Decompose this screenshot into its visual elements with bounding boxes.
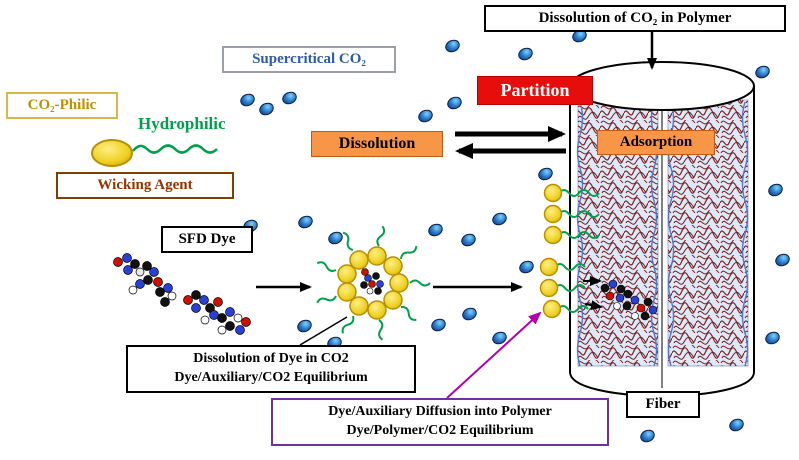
fiber-interior-dye [600,279,658,321]
label-sfd-dye: SFD Dye [161,226,253,253]
label-partition: Partition [477,76,593,105]
arrow-diffusion-callout [446,311,542,399]
arrow-into-polymer-2 [584,300,603,311]
sfd-dye-molecule [113,253,251,335]
label-dissolution: Dissolution [311,131,443,157]
label-dye-auxiliary-diffusion-line2: Dye/Polymer/CO2 Equilibrium [346,422,534,438]
fiber-surface-surfactants [539,183,600,319]
label-dye-auxiliary-diffusion-line1: Dye/Auxiliary Diffusion into Polymer [328,404,552,419]
arrows [256,31,657,399]
co2-philic-head-icon [91,139,133,167]
label-dissolution-of-dye-line1: Dissolution of Dye in CO2 [193,351,349,366]
callout-line-dissolution-dye [299,316,348,346]
label-dye-auxiliary-diffusion: Dye/Auxiliary Diffusion into Polymer Dye… [271,398,609,446]
label-dissolution-of-dye: Dissolution of Dye in CO2 Dye/Auxiliary/… [126,345,416,393]
micelle-core-dye [360,268,384,295]
micelle-squiggles [316,225,431,341]
label-wicking-agent: Wicking Agent [56,172,234,199]
label-adsorption: Adsorption [597,130,715,155]
micelle-surfactant-heads [337,246,409,320]
label-dissolution-co2-in-polymer: Dissolution of CO₂ in Polymer [484,5,786,32]
label-co2-philic: CO₂-Philic [6,92,118,119]
hydrophilic-tail-squiggle [132,144,218,154]
wicking-agent-graphic [91,139,218,167]
label-hydrophilic: Hydrophilic [138,114,226,133]
fiber-cylinder [569,61,755,397]
label-fiber: Fiber [626,391,700,418]
label-dissolution-of-dye-line2: Dye/Auxiliary/CO2 Equilibrium [174,369,368,385]
dye-micelle [316,225,431,341]
label-supercritical-co2: Supercritical CO₂ [222,46,396,73]
